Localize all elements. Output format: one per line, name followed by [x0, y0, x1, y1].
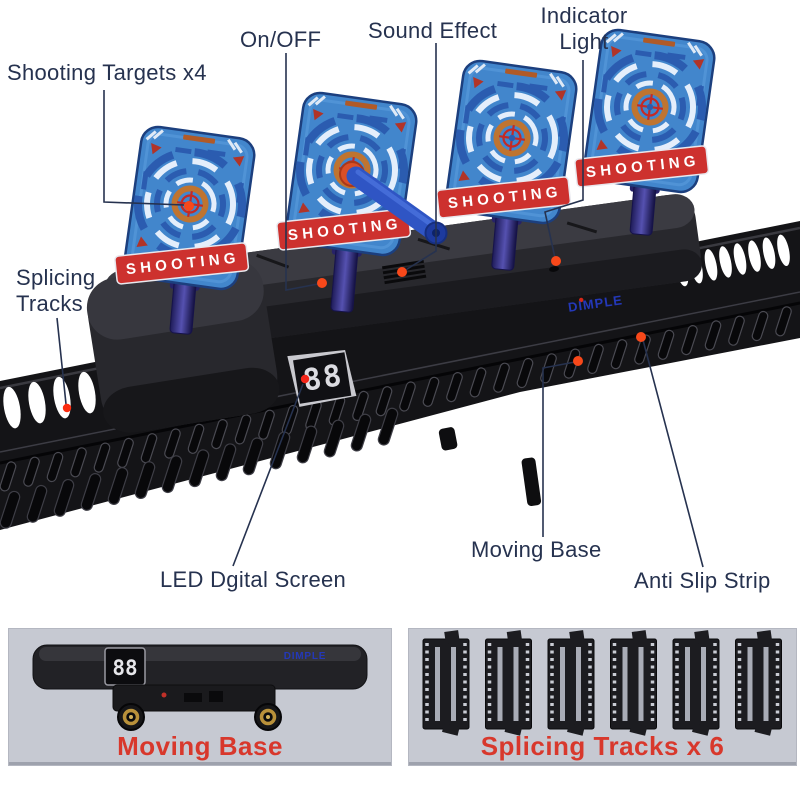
led-digital-screen: 88 — [287, 350, 357, 407]
inset-brand-text: DIMPLE — [284, 651, 327, 662]
inset-moving-base: 88 DIMPLE Moving Base — [8, 628, 392, 766]
target-posts — [169, 177, 661, 335]
pointer-dot — [62, 403, 72, 413]
track-piece — [485, 630, 532, 736]
leader-sound-effect — [403, 43, 437, 272]
leader-on-off — [285, 53, 319, 291]
label-indicator-light: Indicator Light — [540, 3, 628, 54]
inset-splicing-tracks: Splicing Tracks x 6 — [408, 628, 797, 766]
inset-led-value: 88 — [112, 656, 137, 680]
label-on-off: On/OFF — [240, 27, 322, 52]
product-illustration: DIMPLE 88 — [0, 0, 800, 568]
track-piece — [547, 630, 595, 736]
track-piece — [735, 630, 782, 736]
label-sound-effect: Sound Effect — [368, 18, 498, 43]
splicing-tracks-inset-image — [422, 630, 782, 736]
leader-lines — [56, 43, 704, 568]
inset-caption-splicing-tracks: Splicing Tracks x 6 — [480, 731, 725, 761]
track-piece — [672, 630, 720, 736]
indicator-light-led — [549, 266, 559, 272]
pointer-dot — [184, 201, 194, 211]
label-led-screen: LED Dgital Screen — [160, 567, 347, 592]
pointer-dot — [636, 332, 646, 342]
track-piece — [422, 630, 470, 736]
leader-shooting-targets — [103, 90, 185, 206]
inset-wheel — [117, 703, 145, 731]
label-moving-base: Moving Base — [471, 537, 602, 562]
label-shooting-targets: Shooting Targets x4 — [7, 60, 207, 85]
pointer-dots — [62, 201, 646, 413]
pointer-dot — [573, 356, 583, 366]
pointer-dot — [317, 278, 327, 288]
inset-caption-moving-base: Moving Base — [117, 731, 283, 761]
inset-wheel — [254, 703, 282, 731]
label-splicing-tracks: Splicing Tracks — [16, 265, 96, 316]
leader-anti-slip — [642, 339, 704, 568]
leader-splicing-tracks — [56, 317, 67, 405]
pointer-dot — [551, 256, 561, 266]
track-piece — [610, 630, 657, 736]
pointer-dot — [397, 267, 407, 277]
leader-indicator-light — [544, 60, 584, 259]
moving-base-inset-image: 88 DIMPLE — [32, 644, 368, 731]
shooting-targets: SHOOTING SHOOTING SHOOTING SHOOTING — [111, 26, 727, 302]
leader-moving-base — [542, 361, 576, 537]
pointer-dot — [300, 374, 310, 384]
track-mount-clips — [438, 427, 542, 506]
anti-slip-ridges — [0, 306, 792, 529]
leader-led-screen — [232, 383, 304, 567]
label-anti-slip: Anti Slip Strip — [634, 568, 771, 593]
